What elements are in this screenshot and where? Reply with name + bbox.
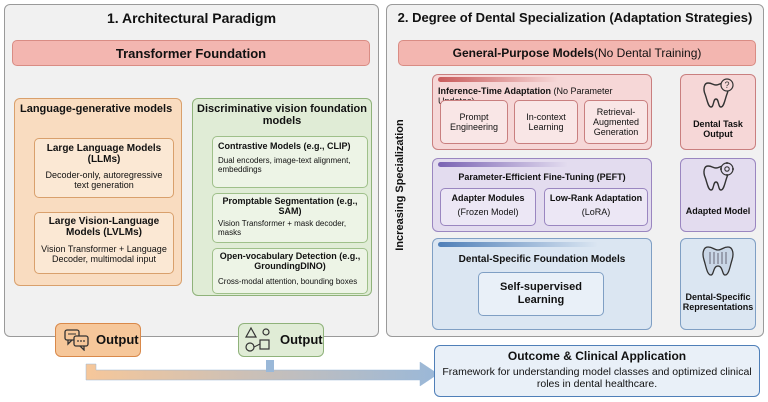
- adapter-modules-title: Adapter Modules: [451, 193, 525, 203]
- sam-card: [212, 193, 368, 243]
- tooth-question-icon: ?: [700, 77, 736, 111]
- dino-title: Open-vocabulary Detection (e.g., Groundi…: [219, 251, 361, 271]
- arrow-outcome: [85, 361, 439, 387]
- peft-bar: [438, 162, 568, 167]
- dental-representations-label: Dental-Specific Representations: [682, 292, 754, 312]
- dental-specific-bar: [438, 242, 598, 247]
- llm-title: Large Language Models (LLMs): [46, 143, 162, 165]
- llm-card: [34, 138, 174, 198]
- sam-title: Promptable Segmentation (e.g., SAM): [222, 196, 358, 216]
- lora-title: Low-Rank Adaptation: [549, 193, 643, 203]
- svg-text:?: ?: [724, 80, 729, 90]
- chat-icon: [64, 329, 90, 351]
- adapted-model-label: Adapted Model: [685, 206, 751, 216]
- adapter-modules-sub: (Frozen Model): [457, 207, 519, 217]
- peft-title: Parameter-Efficient Fine-Tuning (PEFT): [458, 172, 626, 182]
- output-right-box: [238, 323, 324, 357]
- rag: Retrieval-Augmented Generation: [584, 100, 648, 144]
- adapted-model-box: [680, 158, 756, 232]
- prompt-engineering: Prompt Engineering: [440, 100, 508, 144]
- dino-card: [212, 248, 368, 294]
- tooth-xray-icon: [698, 242, 738, 278]
- inference-bar: [438, 77, 558, 82]
- general-purpose-note: (No Dental Training): [593, 46, 702, 60]
- inference-title-main: Inference-Time Adaptation: [438, 86, 552, 96]
- vision-models-header: Discriminative vision foundation models: [197, 103, 367, 127]
- in-context-learning: In-context Learning: [514, 100, 578, 144]
- dental-task-output-label: Dental Task Output: [693, 119, 743, 139]
- lvlm-desc: Vision Transformer + Language Decoder, m…: [41, 244, 167, 264]
- clip-title: Contrastive Models (e.g., CLIP): [218, 141, 351, 151]
- left-panel-title: 1. Architectural Paradigm: [106, 10, 277, 26]
- lora-sub: (LoRA): [581, 207, 611, 217]
- outcome-box: [434, 345, 760, 397]
- tooth-gear-icon: [700, 160, 736, 194]
- increasing-specialization-label: Increasing Specialization: [394, 119, 406, 251]
- general-purpose-label: General-Purpose Models: [452, 46, 594, 60]
- output-right-label: Output: [280, 332, 323, 347]
- lvlm-title: Large Vision-Language Models (LVLMs): [48, 216, 160, 238]
- outcome-desc: Framework for understanding model classe…: [442, 366, 752, 390]
- transformer-foundation: Transformer Foundation: [12, 40, 370, 66]
- sam-desc: Vision Transformer + mask decoder, masks: [218, 219, 347, 237]
- general-purpose-box: General-Purpose Models (No Dental Traini…: [398, 40, 756, 66]
- adapter-modules: [440, 188, 536, 226]
- self-supervised-learning: Self-supervised Learning: [478, 272, 604, 316]
- lora: [544, 188, 648, 226]
- language-models-header: Language-generative models: [20, 103, 173, 115]
- dental-task-output-box: [680, 74, 756, 150]
- outcome-title: Outcome & Clinical Application: [507, 349, 687, 363]
- shapes-icon: [244, 326, 274, 354]
- llm-desc: Decoder-only, autoregressive text genera…: [45, 170, 163, 190]
- right-panel-title: 2. Degree of Dental Specialization (Adap…: [397, 10, 753, 25]
- output-left-label: Output: [96, 332, 139, 347]
- clip-desc: Dual encoders, image-text alignment, emb…: [218, 156, 351, 174]
- lvlm-card: [34, 212, 174, 274]
- dental-specific-title: Dental-Specific Foundation Models: [458, 253, 626, 265]
- clip-card: [212, 136, 368, 188]
- dino-desc: Cross-modal attention, bounding boxes: [218, 277, 358, 286]
